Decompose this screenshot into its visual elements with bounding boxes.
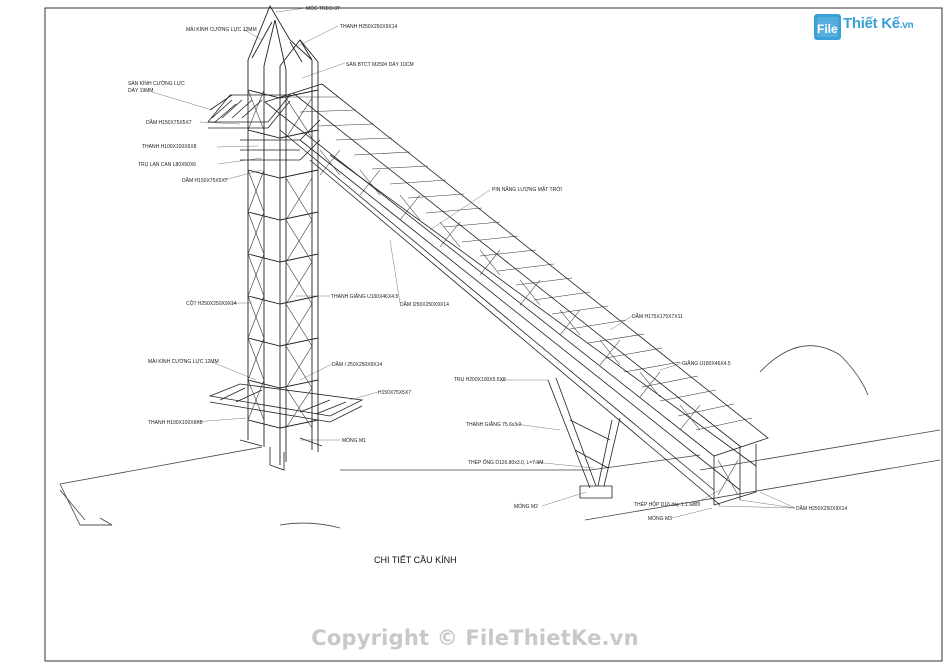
drawing-frame [44, 7, 943, 662]
label-beam-h250-end: DẦM H250X250X9X14 [796, 505, 847, 512]
label-beam-i250-a: DẦM I250X250X9X14 [400, 301, 449, 308]
deck-bracing [319, 149, 739, 496]
label-glass-floor: SÀN KÍNH CƯỜNG LỰC [128, 80, 185, 87]
bridge-deck [264, 83, 769, 506]
label-steel-pipe: THÉP ỐNG D126.80x3.0, L=7.9M [468, 459, 543, 466]
label-railing-post: TRỤ LAN CAN L80X50X6 [138, 162, 196, 168]
label-concrete-floor: SÀN BTCT M250# DÀY 10CM [346, 61, 414, 68]
label-brace-u180: GIẰNG U180X46X4.5 [682, 359, 731, 367]
filethietke-logo-icon: File [814, 14, 841, 40]
label-solar-panel: PIN NĂNG LƯỢNG MẶT TRỜI [492, 186, 562, 193]
logo-icon-text: File [817, 22, 838, 36]
base-platform [208, 383, 364, 471]
copyright-watermark: Copyright © FileThietKe.vn [311, 626, 639, 650]
label-beam-h150-b: DẦM H150X75X5X7 [182, 177, 228, 184]
label-foundation-m3: MÓNG M3 [648, 515, 672, 522]
roof-panels [282, 96, 753, 431]
label-hook: MÓC TREO 3T [306, 5, 340, 12]
label-glass-roof-top: MÁI KÍNH CƯỜNG LỰC 12MM [186, 26, 257, 33]
tower [247, 4, 319, 465]
tower-bracing [247, 89, 313, 429]
label-bar-h100-b: THANH H100X100X6X8 [148, 420, 203, 426]
label-beam-h150-c: H150X75X5X7 [378, 390, 411, 396]
label-brace-u100: THANH GIẰNG U100X46X4.5 [331, 292, 398, 300]
label-beam-i250-b: DẦM I 250X250X9X14 [332, 361, 383, 368]
label-beam-h250: THANH H250X250X9X14 [340, 24, 397, 30]
label-glass-floor-thickness: DÀY 19MM [128, 87, 153, 94]
logo-wordmark[interactable]: Thiết Kế.vn [843, 15, 914, 32]
annotation-labels: MÓC TREO 3T MÁI KÍNH CƯỜNG LỰC 12MM THAN… [128, 5, 847, 522]
label-bar-h100-a: THANH H100X100X6X8 [142, 144, 197, 150]
label-beam-h175: DẦM H175X175X7X11 [632, 313, 683, 320]
logo-suffix: .vn [899, 20, 914, 31]
label-foundation-m1: MÓNG M1 [342, 437, 366, 444]
label-pier-h200: TRỤ H200X100X5.5X8 [454, 377, 506, 383]
label-steel-box: THÉP HỘP D16 dày 1.1 a300 [634, 501, 700, 508]
label-foundation-m2: MÓNG M2 [514, 503, 538, 510]
label-beam-h150-a: DẦM H150X75X5X7 [146, 119, 192, 126]
drawing-caption: CHI TIẾT CẦU KÍNH [374, 555, 457, 565]
label-glass-roof-bottom: MÁI KÍNH CƯỜNG LỰC 12MM [148, 358, 219, 365]
label-column-h250: CỘT H250X250X9X14 [186, 300, 237, 307]
leader-lines [151, 7, 796, 519]
logo-brand: Thiết Kế [843, 15, 900, 32]
top-platform [207, 94, 321, 161]
ground-lines [59, 345, 941, 529]
support-pier [547, 377, 621, 499]
label-brace-75: THANH GIẰNG 75.6x3.0 [466, 420, 522, 428]
